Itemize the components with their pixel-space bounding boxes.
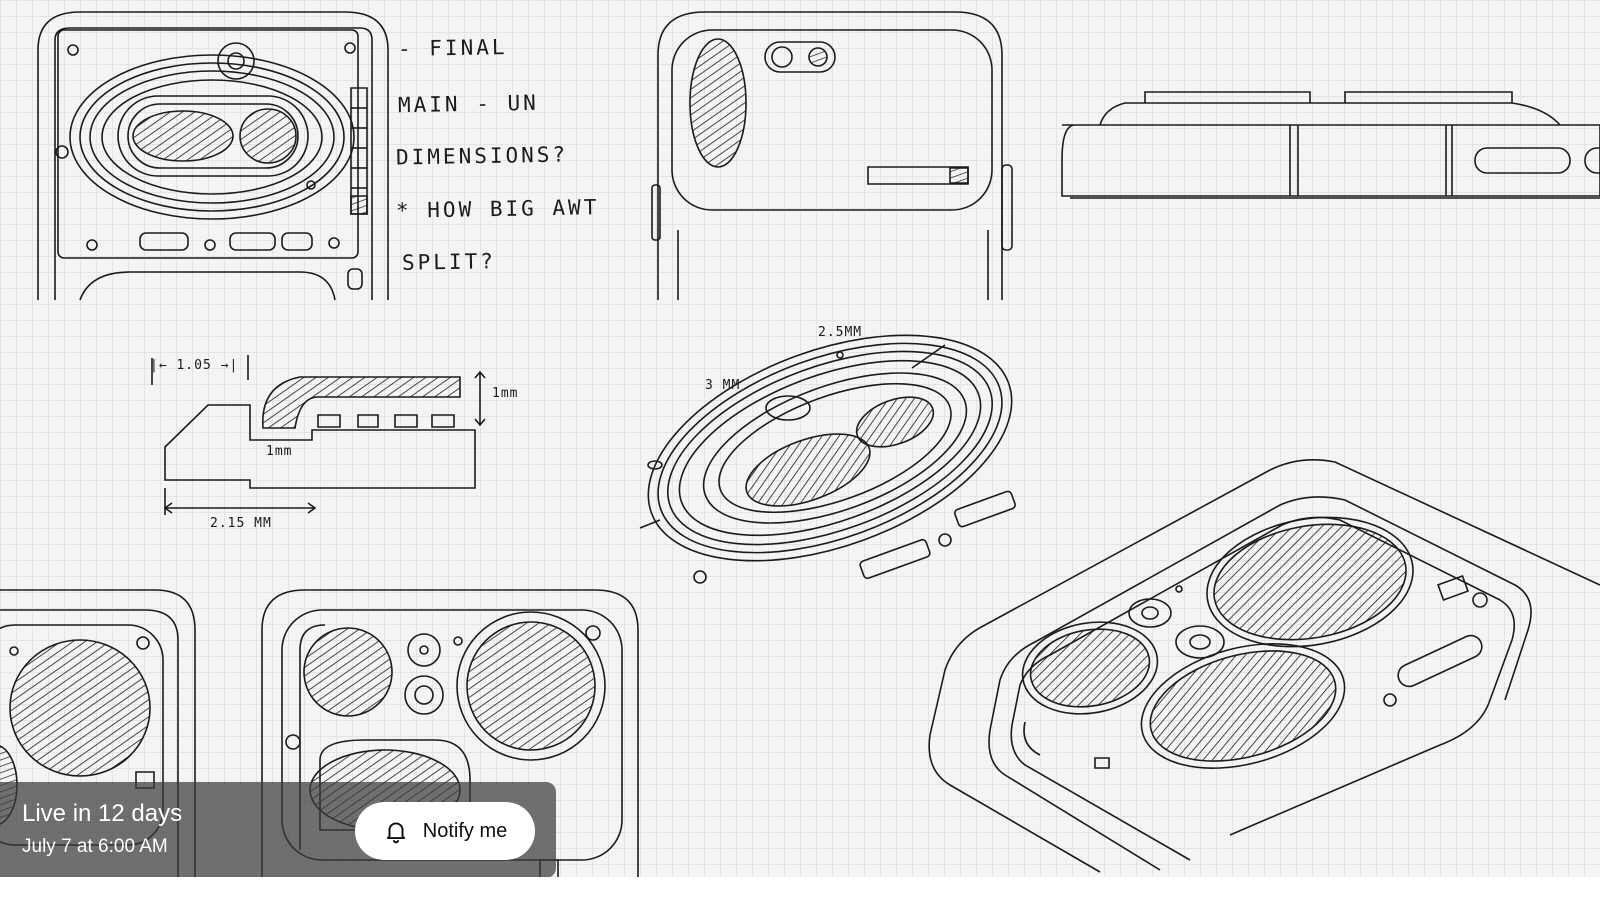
notify-me-label: Notify me [422,819,508,842]
dim-width-bottom: 2.15 MM [210,516,272,531]
sketch-phone-side [1062,92,1600,198]
sketch-camera-module [618,291,1042,605]
note-final: - FINAL [397,35,508,61]
note-main: MAIN - UN [397,90,539,118]
sketch-phone-isometric [929,460,1600,872]
dim-iso-left: 3 MM [705,378,741,393]
notify-me-button[interactable]: Notify me [355,802,535,860]
dim-iso-top: 2.5MM [818,325,863,340]
sketch-phone-back [652,12,1012,300]
note-how-big: * HOW BIG AWT [395,195,600,223]
premiere-countdown-banner: Live in 12 days July 7 at 6:00 AM Notify… [0,782,556,878]
live-countdown-title: Live in 12 days [22,800,183,827]
sketch-cross-section [152,355,485,515]
live-date-subtitle: July 7 at 6:00 AM [22,836,168,857]
dim-height-right: 1mm [492,386,519,401]
dim-inner: 1mm [266,444,293,459]
sketch-phone-internals [38,12,388,300]
note-dimensions: DIMENSIONS? [395,142,569,170]
dim-width-top: |← 1.05 →| [150,358,239,373]
note-split: SPLIT? [401,249,497,275]
bell-icon [386,822,405,844]
